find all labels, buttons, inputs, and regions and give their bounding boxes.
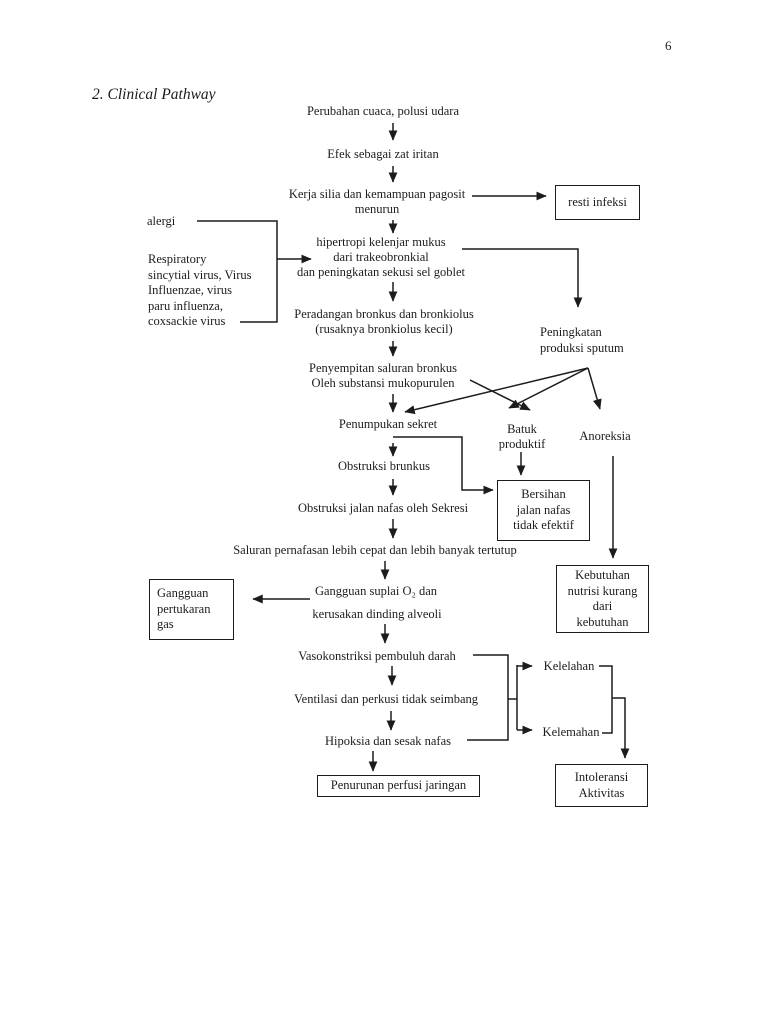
node-kelelahan: Kelelahan — [543, 659, 595, 673]
node-alergi: alergi — [147, 214, 176, 228]
node-obstruksi-brunkus: Obstruksi brunkus — [337, 459, 431, 473]
node-kerja-silia: Kerja silia dan kemampuan pagosit menuru… — [288, 187, 466, 216]
node-kelemahan: Kelemahan — [542, 725, 600, 739]
node-penumpukan-sekret: Penumpukan sekret — [338, 417, 438, 431]
page-title: 2. Clinical Pathway — [92, 86, 216, 103]
node-kerusakan-alveoli: kerusakan dinding alveoli — [312, 607, 442, 621]
box-bersihan-jalan-nafas: Bersihan jalan nafas tidak efektif — [497, 480, 590, 541]
node-peningkatan-sputum: Peningkatan produksi sputum — [540, 325, 624, 355]
node-anoreksia: Anoreksia — [579, 429, 631, 443]
box-resti-infeksi: resti infeksi — [555, 185, 640, 220]
box-kebutuhan-nutrisi: Kebutuhan nutrisi kurang dari kebutuhan — [556, 565, 649, 633]
node-hipertropi: hipertropi kelenjar mukus dari trakeobro… — [296, 235, 466, 279]
node-hipoksia: Hipoksia dan sesak nafas — [324, 734, 452, 748]
node-obstruksi-jalan-nafas: Obstruksi jalan nafas oleh Sekresi — [297, 501, 469, 515]
node-virus-list: Respiratory sincytial virus, Virus Influ… — [148, 252, 252, 328]
node-batuk-produktif: Batuk produktif — [498, 422, 546, 451]
box-gangguan-pertukaran-gas: Gangguan pertukaran gas — [149, 579, 234, 640]
node-perubahan-cuaca: Perubahan cuaca, polusi udara — [306, 104, 460, 118]
node-saluran-pernafasan: Saluran pernafasan lebih cepat dan lebih… — [233, 543, 517, 557]
page-number: 6 — [665, 38, 672, 53]
box-penurunan-perfusi: Penurunan perfusi jaringan — [317, 775, 480, 797]
box-intoleransi-aktivitas: Intoleransi Aktivitas — [555, 764, 648, 807]
node-vasokonstriksi: Vasokonstriksi pembuluh darah — [298, 649, 456, 663]
node-peradangan: Peradangan bronkus dan bronkiolus (rusak… — [294, 307, 474, 336]
node-gangguan-suplai-o2: Gangguan suplai O₂ dan — [314, 584, 438, 598]
node-efek-zat-iritan: Efek sebagai zat iritan — [327, 147, 439, 161]
node-penyempitan: Penyempitan saluran bronkus Oleh substan… — [309, 361, 457, 390]
node-ventilasi: Ventilasi dan perkusi tidak seimbang — [294, 692, 478, 706]
